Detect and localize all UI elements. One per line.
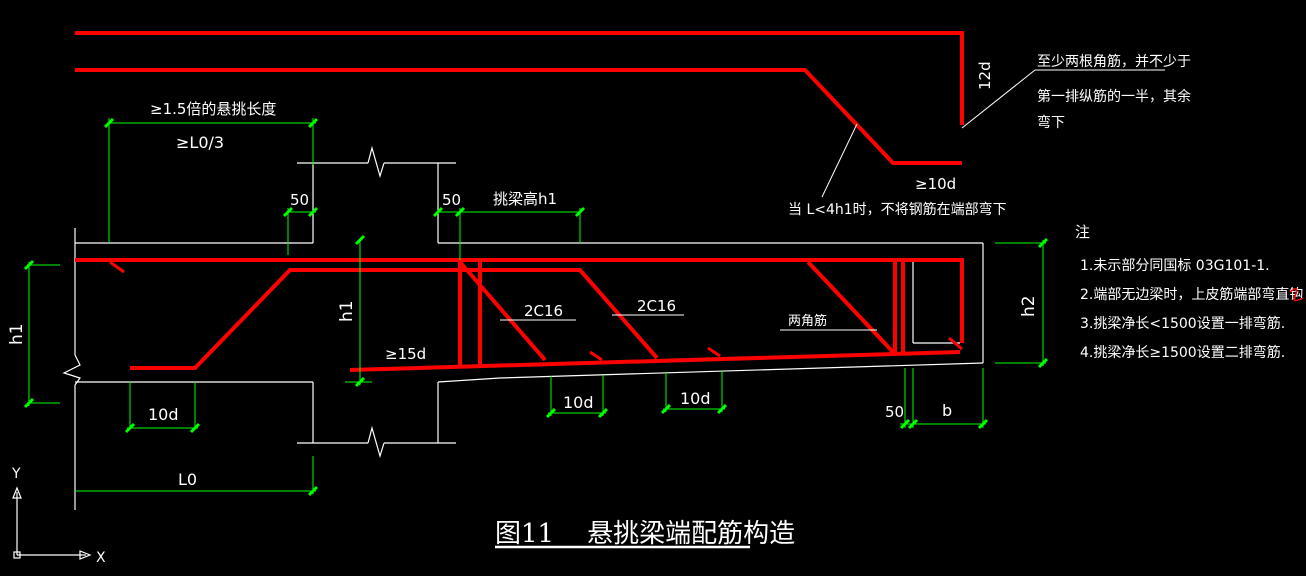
label-corner-note-3: 弯下 [1037,114,1065,131]
label-c16-b: 2C16 [637,297,676,315]
note-item-3: 3.挑梁净长<1500设置一排弯筋. [1080,315,1285,332]
label-corner-note-2: 第一排纵筋的一半，其余 [1037,88,1191,105]
label-d10-b: 10d [563,393,594,412]
label-h2: h2 [1019,295,1039,317]
label-when-L: 当 L<4h1时，不将钢筋在端部弯下 [788,201,1007,218]
rebar [75,31,964,372]
label-h1-mid: h1 [337,300,357,322]
rebar-top-hook [75,31,964,125]
label-L0: L0 [178,470,197,489]
dimension-ticks [23,117,1049,497]
label-cantilever-height: 挑梁高h1 [493,190,557,208]
ucs-y-label: Y [11,466,21,482]
label-dim-50-c: 50 [885,403,904,421]
ucs-x-label: X [96,550,106,566]
label-corner-note-1: 至少两根角筋，并不少于 [1037,53,1191,70]
label-d10-c: 10d [680,389,711,408]
label-two-corner-bars: 两角筋 [788,313,827,329]
concrete-outline [62,145,984,510]
label-dim-50-b: 50 [442,191,461,209]
drawing-labels: ≥1.5倍的悬挑长度 ≥L0/3 50 50 挑梁高h1 h1 h1 h2 ≥1… [7,53,1191,489]
note-item-2: 2.端部无边梁时，上皮筋端部弯直钩 [1080,286,1303,303]
label-l0-third: ≥L0/3 [176,133,224,152]
leader-lines [495,69,1165,549]
label-dim-50-a: 50 [290,191,309,209]
note-item-4: 4.挑梁净长≥1500设置二排弯筋. [1080,344,1285,361]
note-item-1: 1.未示部分同国标 03G101-1. [1080,258,1270,274]
label-d10-a: 10d [148,405,179,424]
rebar-main-top [75,258,964,343]
rebar-top-bent [75,68,962,165]
hook-symbol [1289,288,1304,302]
label-b: b [942,401,952,420]
label-ge15d: ≥15d [385,345,426,363]
label-c16-a: 2C16 [524,302,563,320]
notes-heading: 注 [1075,223,1090,241]
label-h1-left: h1 [7,323,27,345]
label-ratio-15: ≥1.5倍的悬挑长度 [150,100,276,118]
drawing-title: 图11 悬挑梁端配筋构造 [495,519,795,549]
rebar-bottom [349,350,961,372]
label-d10-top: ≥10d [915,175,956,193]
notes-block: 注 1.未示部分同国标 03G101-1. 2.端部无边梁时，上皮筋端部弯直钩 … [1075,223,1303,361]
label-d12: 12d [976,61,994,90]
rebar-bent-left [130,268,659,370]
ucs-icon [12,486,92,560]
